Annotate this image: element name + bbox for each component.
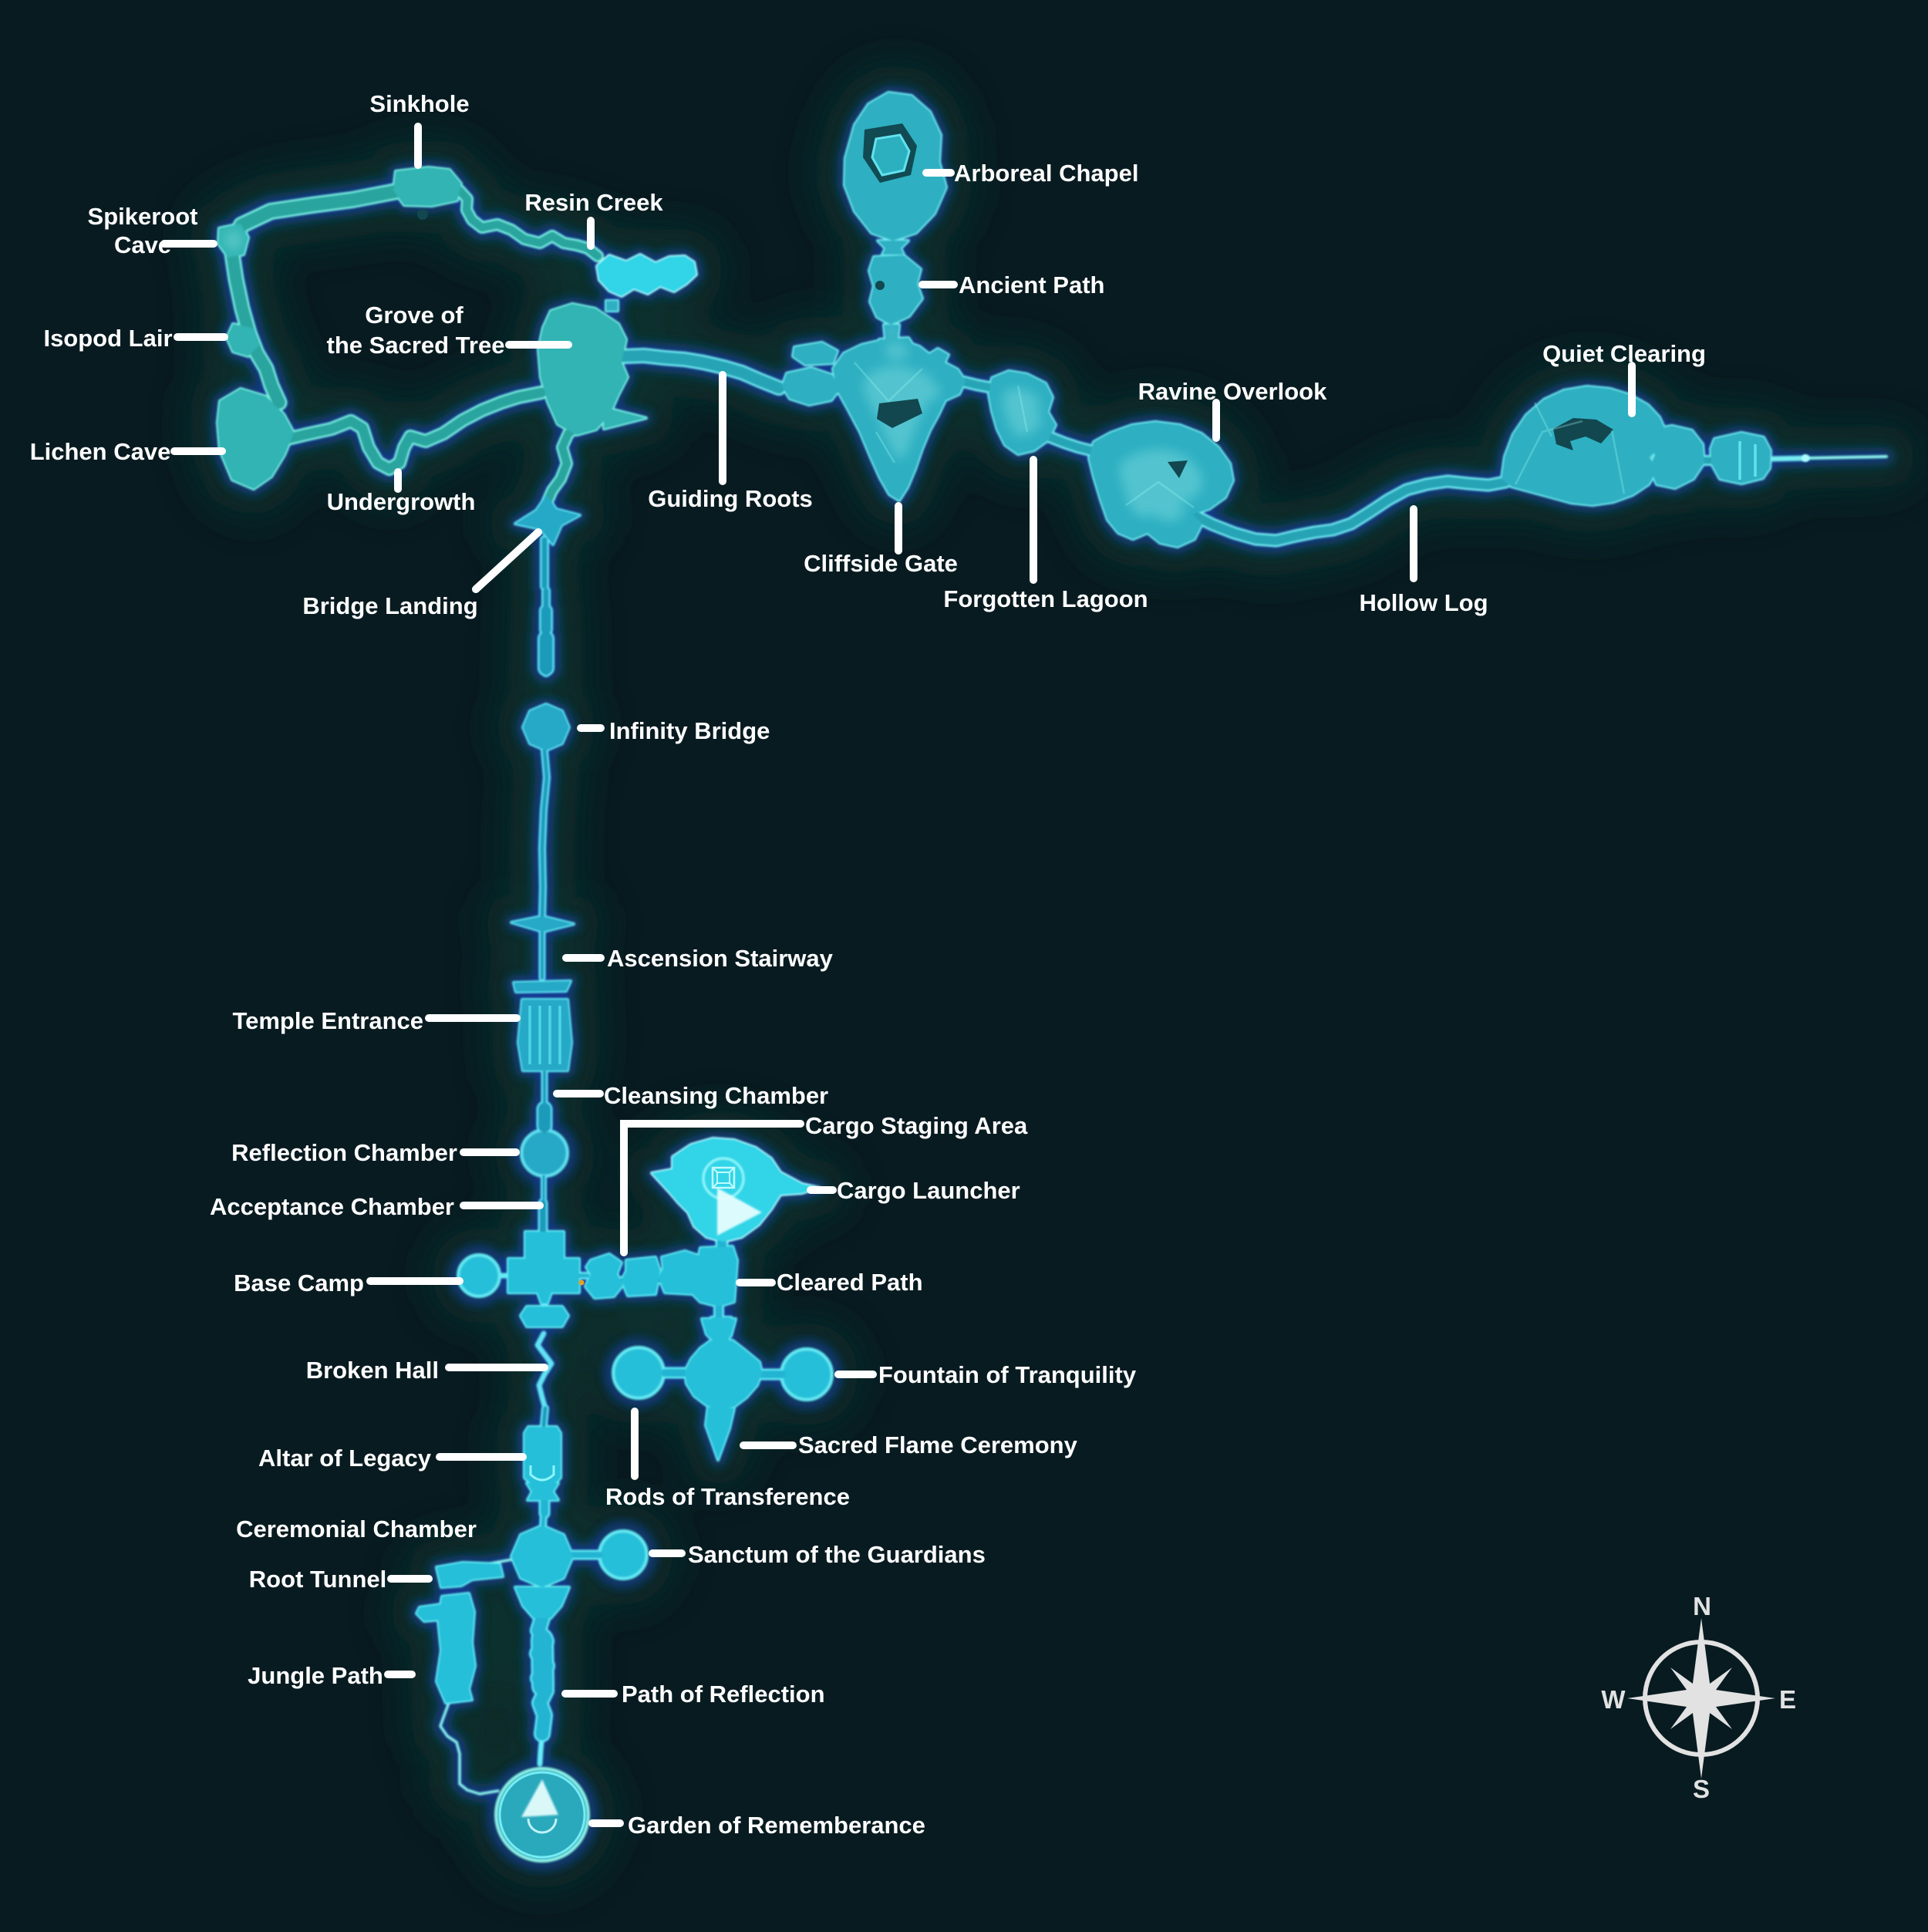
svg-text:Undergrowth: Undergrowth — [327, 488, 476, 515]
svg-text:Sacred Flame Ceremony: Sacred Flame Ceremony — [798, 1431, 1078, 1458]
svg-text:Ceremonial Chamber: Ceremonial Chamber — [236, 1516, 477, 1543]
svg-text:E: E — [1779, 1685, 1796, 1714]
svg-text:Cliffside Gate: Cliffside Gate — [804, 550, 958, 577]
svg-text:S: S — [1693, 1775, 1710, 1803]
svg-text:Arboreal Chapel: Arboreal Chapel — [954, 160, 1138, 187]
svg-text:Acceptance Chamber: Acceptance Chamber — [210, 1193, 454, 1220]
svg-text:Infinity Bridge: Infinity Bridge — [609, 717, 770, 744]
svg-text:Jungle Path: Jungle Path — [248, 1662, 383, 1689]
svg-text:Guiding Roots: Guiding Roots — [648, 485, 813, 512]
svg-text:Path of Reflection: Path of Reflection — [622, 1681, 825, 1708]
svg-text:Quiet Clearing: Quiet Clearing — [1542, 340, 1706, 367]
svg-text:Garden of Rememberance: Garden of Rememberance — [628, 1812, 925, 1839]
svg-text:Cargo Launcher: Cargo Launcher — [837, 1177, 1020, 1204]
svg-text:Bridge Landing: Bridge Landing — [302, 592, 477, 619]
svg-text:Base Camp: Base Camp — [234, 1269, 364, 1296]
svg-text:Cave: Cave — [114, 231, 171, 258]
svg-text:Resin Creek: Resin Creek — [524, 189, 663, 216]
svg-text:Sanctum of the Guardians: Sanctum of the Guardians — [688, 1541, 986, 1568]
svg-text:N: N — [1693, 1592, 1711, 1620]
svg-text:the Sacred Tree: the Sacred Tree — [327, 332, 505, 359]
svg-text:Isopod Lair: Isopod Lair — [43, 325, 172, 352]
svg-text:W: W — [1601, 1685, 1626, 1714]
svg-text:Hollow Log: Hollow Log — [1359, 589, 1488, 616]
svg-text:Rods of Transference: Rods of Transference — [605, 1483, 850, 1510]
svg-text:Fountain of Tranquility: Fountain of Tranquility — [878, 1361, 1137, 1388]
svg-text:Ascension Stairway: Ascension Stairway — [607, 945, 834, 972]
svg-text:Root Tunnel: Root Tunnel — [249, 1566, 387, 1593]
svg-text:Forgotten Lagoon: Forgotten Lagoon — [943, 585, 1148, 612]
svg-text:Cleared Path: Cleared Path — [777, 1269, 923, 1296]
svg-text:Cargo Staging Area: Cargo Staging Area — [805, 1112, 1028, 1139]
svg-text:Ancient Path: Ancient Path — [959, 271, 1104, 298]
svg-text:Ravine Overlook: Ravine Overlook — [1138, 378, 1327, 405]
svg-text:Sinkhole: Sinkhole — [369, 90, 469, 117]
svg-text:Temple Entrance: Temple Entrance — [232, 1007, 423, 1034]
svg-text:Grove of: Grove of — [365, 302, 463, 329]
svg-text:Altar of Legacy: Altar of Legacy — [258, 1445, 432, 1472]
svg-text:Cleansing Chamber: Cleansing Chamber — [604, 1082, 828, 1109]
svg-text:Reflection Chamber: Reflection Chamber — [231, 1139, 457, 1166]
svg-text:Broken Hall: Broken Hall — [306, 1357, 439, 1384]
svg-text:Spikeroot: Spikeroot — [88, 203, 198, 230]
svg-text:Lichen Cave: Lichen Cave — [30, 438, 171, 465]
